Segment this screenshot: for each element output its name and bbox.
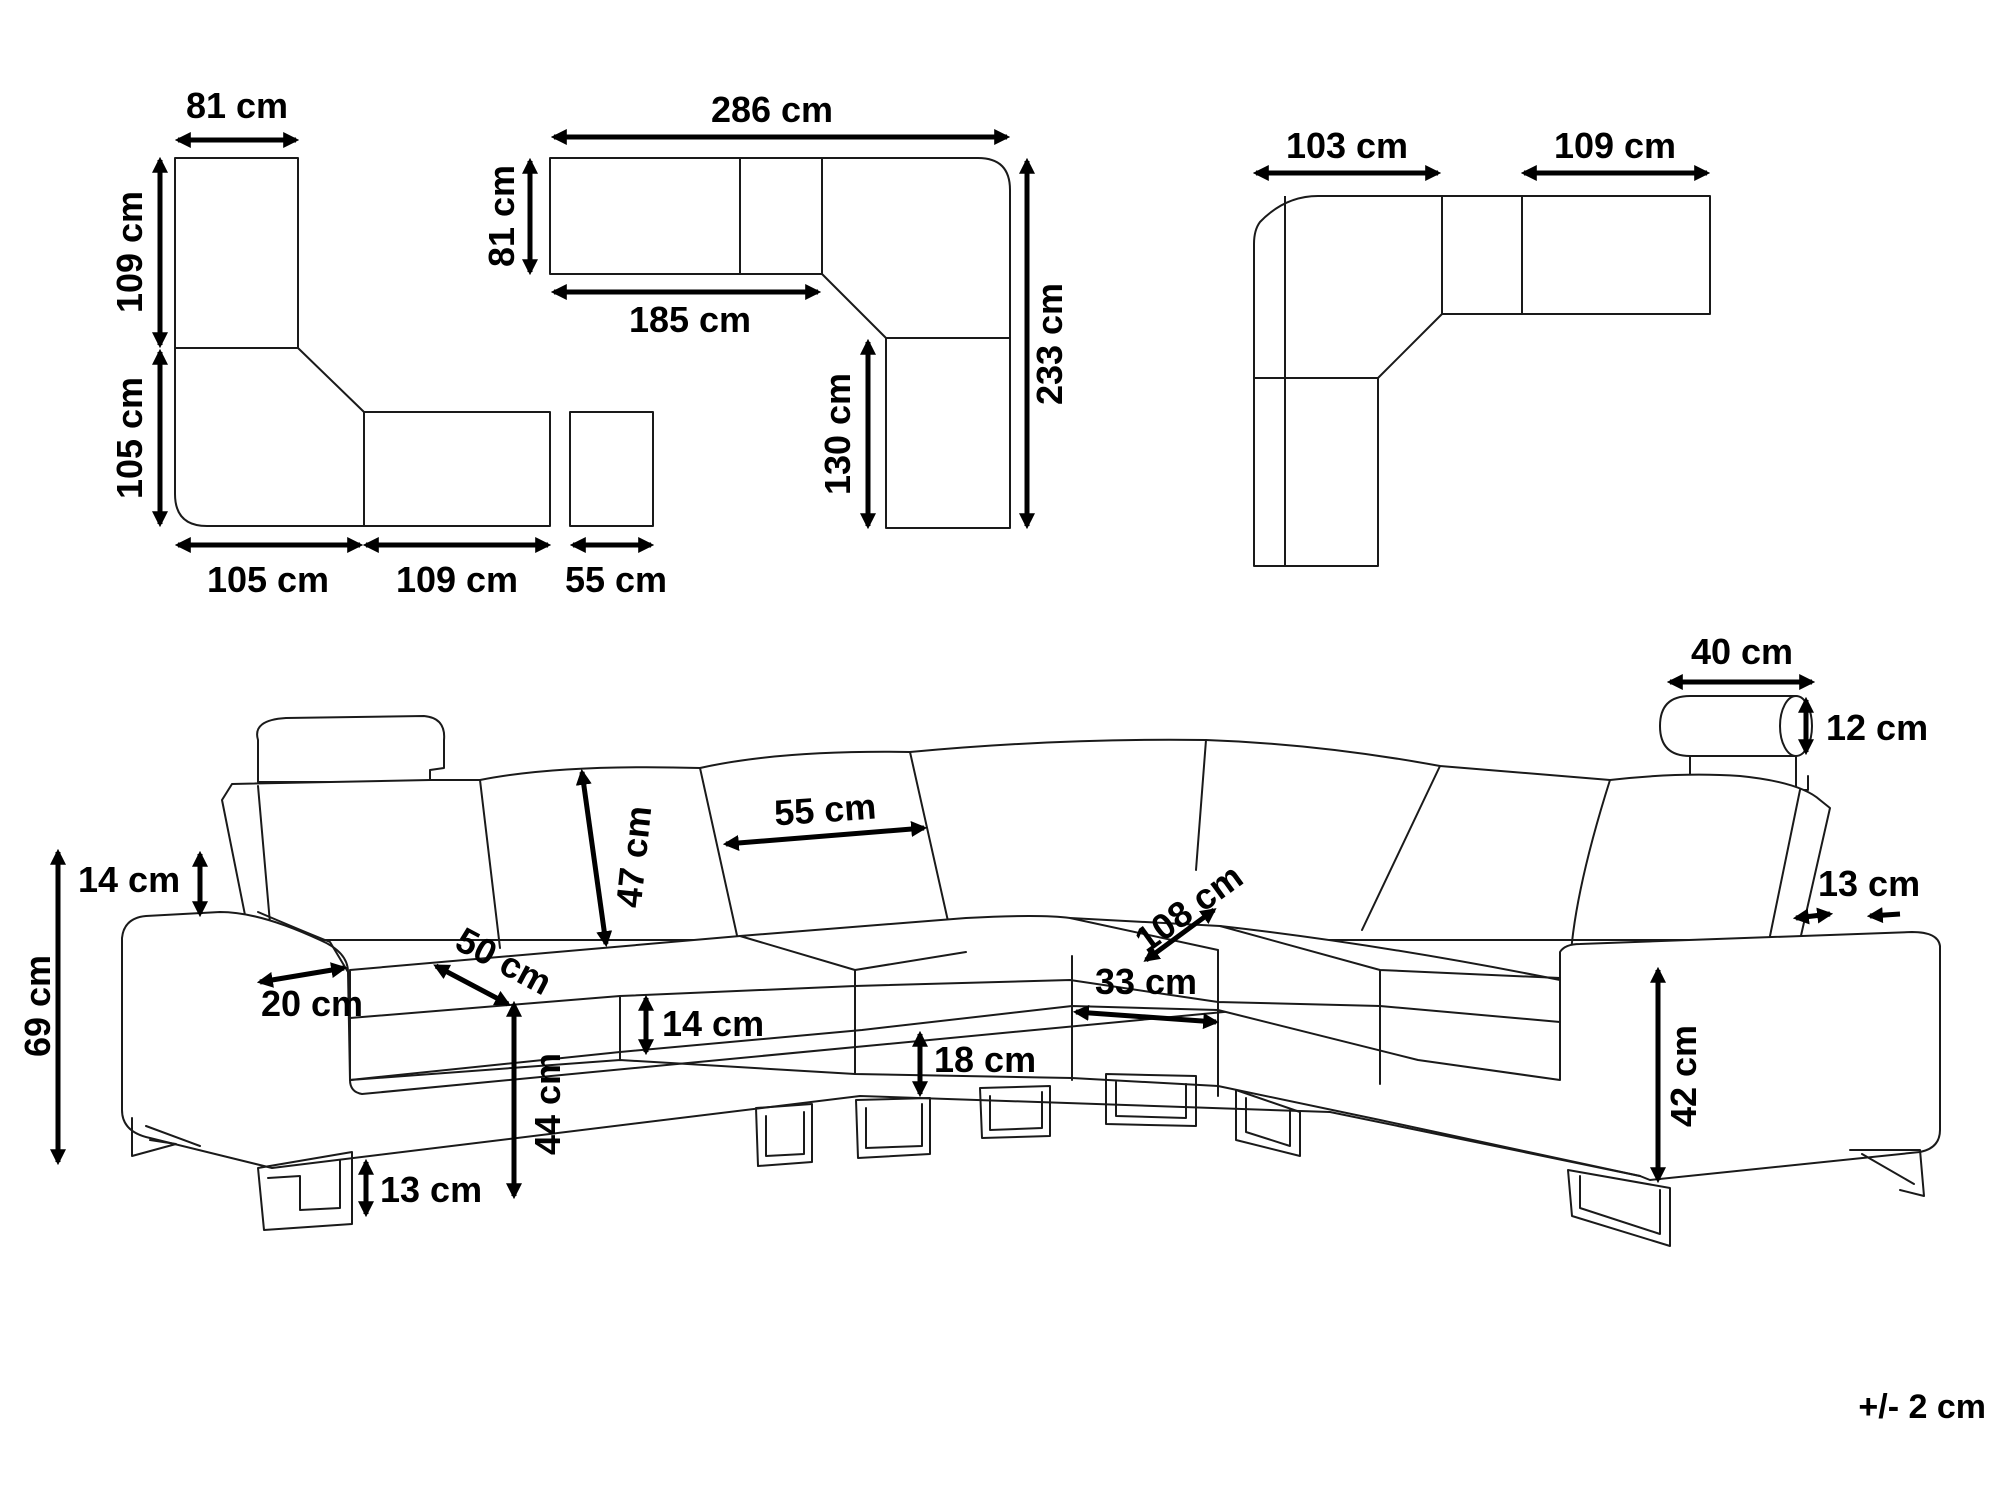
leg-front-right [1567,1169,1671,1247]
dim-label-44-h: 44 cm [527,1053,568,1155]
dim-arrow-33-w [1072,1004,1220,1030]
dim-arrow-20-w [256,962,348,988]
dim-label-103-w: 103 cm [1286,125,1408,166]
dim-label-18-h: 18 cm [934,1039,1036,1080]
plan-view-mirrored-config: 103 cm 109 cm [1252,125,1711,567]
mirrored-outline [1253,195,1711,567]
front-view-sofa: 40 cm 12 cm 14 cm 69 cm 20 cm 50 cm 47 c… [17,631,1941,1247]
dim-label-105-w: 105 cm [207,559,329,600]
dim-label-130-h: 130 cm [817,373,858,495]
right-headrest-cylinder [1659,695,1797,757]
dim-arrow-13-w-arm [1792,907,1834,925]
module-seams [174,347,365,527]
dim-arrow-47-h [575,768,613,948]
plan-view-left-config: 81 cm 109 cm 105 cm 105 cm 109 cm 55 cm [109,85,667,600]
leg-rear-right [1849,1149,1925,1197]
mirrored-seams [1253,195,1523,379]
module-outline [174,157,551,527]
leg-middle-2 [855,1097,931,1159]
corner-outline [549,157,1011,529]
dim-arrow-55-w-back [722,821,928,851]
dim-arrow-50-d [433,963,511,1007]
dim-label-55-w-back: 55 cm [773,786,878,834]
dim-label-40-w: 40 cm [1691,631,1793,672]
dim-label-12-h: 12 cm [1826,707,1928,748]
dim-label-109-w: 109 cm [396,559,518,600]
dim-label-42-h: 42 cm [1663,1025,1704,1127]
leg-middle-3 [979,1085,1051,1139]
plan-view-right-config: 286 cm 81 cm 185 cm 130 cm 233 cm [481,89,1070,530]
base-front [349,1059,1641,1177]
dim-label-109-w-mirror: 109 cm [1554,125,1676,166]
left-arm-inner [257,911,349,973]
backrest-outline [221,738,1831,941]
dim-arrow-13-w-arm-2 [1866,907,1901,924]
dim-label-33-w: 33 cm [1095,961,1197,1002]
dim-label-13-w-arm: 13 cm [1818,863,1920,904]
dim-label-233-h: 233 cm [1029,283,1070,405]
ottoman-outline [569,411,654,527]
dim-label-20-w: 20 cm [261,983,363,1024]
dim-label-109-h: 109 cm [109,191,150,313]
dim-label-14-h-armrest: 14 cm [78,859,180,900]
dim-label-185-w: 185 cm [629,299,751,340]
dim-label-81-w: 81 cm [186,85,288,126]
leg-rear-left [131,1117,201,1157]
dim-label-81-h: 81 cm [481,165,522,267]
leg-corner [1105,1073,1197,1127]
backrest-seams [257,739,1801,971]
left-headrest [256,715,446,783]
leg-middle-1 [755,1103,813,1167]
dim-label-13-h-leg: 13 cm [380,1169,482,1210]
tolerance-note: +/- 2 cm [1858,1388,1986,1426]
dim-label-55-w: 55 cm [565,559,667,600]
dim-arrow-108-d [1143,907,1217,963]
leg-front-left [257,1151,353,1231]
dim-label-69-h: 69 cm [17,955,58,1057]
leg-right-middle [1235,1089,1301,1157]
dim-label-286-w: 286 cm [711,89,833,130]
dim-label-105-h: 105 cm [109,377,150,499]
corner-seams [739,157,1011,339]
dim-label-14-h-cushion: 14 cm [662,1003,764,1044]
